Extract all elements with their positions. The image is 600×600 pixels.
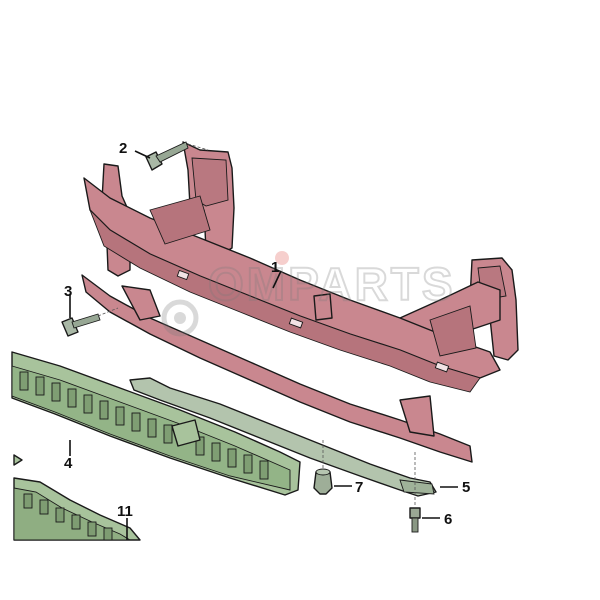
- part-7-clip-nut[interactable]: [313, 468, 333, 495]
- part-11-lower-absorber[interactable]: [13, 477, 141, 541]
- callout-11: 11: [117, 503, 133, 520]
- callout-3: 3: [64, 283, 72, 300]
- part-3-bolt[interactable]: [61, 313, 101, 337]
- callout-5: 5: [462, 479, 470, 496]
- callout-7: 7: [355, 479, 363, 496]
- callout-4: 4: [64, 455, 73, 472]
- part-2-bolt[interactable]: [145, 141, 189, 171]
- watermark-dot: [275, 251, 289, 265]
- callout-leaders: [69, 143, 458, 540]
- part-fragment: [13, 454, 23, 466]
- callout-1: 1: [271, 259, 279, 276]
- part-4-energy-absorber[interactable]: [11, 351, 301, 496]
- watermark: OMPARTS: [161, 251, 456, 337]
- callout-2: 2: [119, 140, 127, 157]
- part-1-bumper-reinforcement[interactable]: [81, 141, 519, 463]
- watermark-text: OMPARTS: [208, 258, 456, 310]
- callout-6: 6: [444, 511, 452, 528]
- part-5-mounting-strip[interactable]: [129, 377, 437, 497]
- part-6-screw[interactable]: [409, 507, 421, 533]
